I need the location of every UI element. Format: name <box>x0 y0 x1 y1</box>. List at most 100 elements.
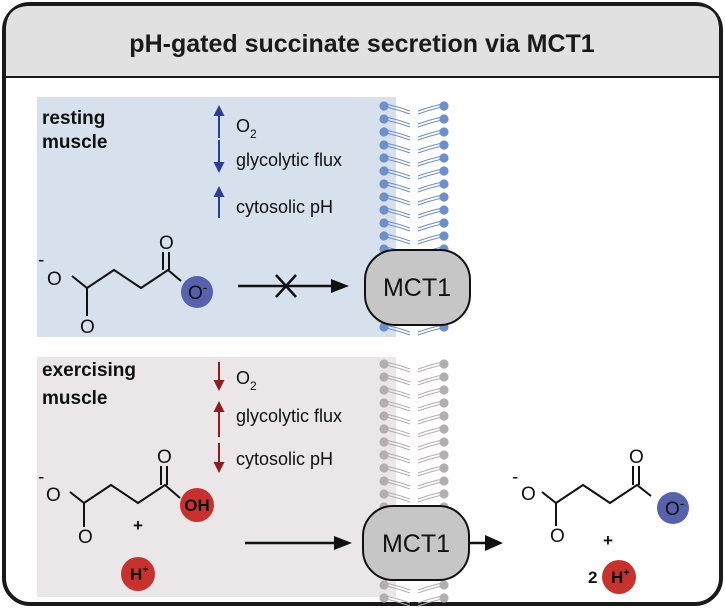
lipid-head <box>379 153 389 163</box>
resting-label-line2: muscle <box>42 132 107 153</box>
atom-oxygen: O <box>157 447 172 468</box>
lipid-head <box>379 385 389 395</box>
lipid-tail <box>387 168 411 180</box>
lipid-tail <box>387 220 411 232</box>
mct1-transporter-resting <box>364 249 471 326</box>
lipid-tail <box>417 361 441 373</box>
lipid-tail <box>387 439 411 451</box>
lipid-tail <box>387 465 411 477</box>
lipid-head <box>439 359 449 369</box>
atom-oxygen: O <box>629 447 644 468</box>
lipid-tail <box>417 478 441 490</box>
lipid-tail <box>387 400 411 412</box>
lipid-tail <box>417 491 441 503</box>
lipid-tail <box>417 452 441 464</box>
charge-minus: - <box>512 467 518 488</box>
lipid-tail <box>387 194 411 206</box>
lipid-head <box>439 489 449 499</box>
resting-indicator-o2: O2 <box>236 116 257 141</box>
lipid-head <box>439 424 449 434</box>
lipid-head <box>439 114 449 124</box>
lipid-tail <box>417 374 441 386</box>
carboxylic-acid-highlight <box>180 488 214 522</box>
plus-sign: + <box>603 531 613 550</box>
atom-oxide: O- <box>665 495 685 520</box>
lipid-tail <box>417 207 441 219</box>
lipid-tail <box>417 129 441 141</box>
charge-minus: - <box>38 250 44 271</box>
lipid-tail <box>417 426 441 438</box>
lipid-tail <box>417 181 441 193</box>
exercising-indicator-o2: O2 <box>236 368 257 393</box>
lipid-head <box>439 580 449 590</box>
exercising-label-line2: muscle <box>42 388 107 409</box>
lipid-tail <box>387 233 411 245</box>
lipid-head <box>379 398 389 408</box>
lipid-tail <box>417 220 441 232</box>
title-bar <box>6 6 719 76</box>
down-arrow-icon <box>213 140 225 173</box>
lipid-tail <box>417 233 441 245</box>
resting-indicator-cytosolic-ph: cytosolic pH <box>236 197 333 217</box>
lipid-head <box>379 489 389 499</box>
resting-panel <box>37 97 396 337</box>
atom-oxygen: O <box>47 269 62 290</box>
lipid-head <box>439 205 449 215</box>
lipid-head <box>439 179 449 189</box>
atom-oxygen: O <box>521 484 536 505</box>
lipid-tail <box>417 465 441 477</box>
up-arrow-icon <box>213 105 225 138</box>
plus-sign: + <box>133 516 143 535</box>
lipid-tail <box>387 129 411 141</box>
lipid-head <box>439 192 449 202</box>
lipid-head <box>379 580 389 590</box>
atom-oxygen: O <box>159 233 174 254</box>
lipid-head <box>379 101 389 111</box>
charge-minus: - <box>38 467 44 488</box>
lipid-head <box>379 127 389 137</box>
lipid-head <box>439 411 449 421</box>
lipid-tail <box>387 595 411 607</box>
lipid-tail <box>387 426 411 438</box>
atom-oxygen: O <box>46 485 61 506</box>
succinate-dianion-resting: - O O O O- <box>38 233 213 338</box>
lipid-tail <box>387 207 411 219</box>
up-arrow-icon <box>213 186 225 218</box>
lipid-tail <box>387 413 411 425</box>
lipid-head <box>379 411 389 421</box>
mct1-label-resting: MCT1 <box>383 274 451 302</box>
atom-hydroxyl: OH <box>184 496 210 515</box>
lipid-head <box>379 463 389 473</box>
atom-oxide: O- <box>188 279 208 304</box>
lipid-head <box>439 450 449 460</box>
lipid-tail <box>387 116 411 128</box>
lipid-tail <box>387 103 411 115</box>
lipid-tail <box>417 116 441 128</box>
lipid-tail <box>387 387 411 399</box>
exercising-label-line1: exercising <box>42 360 136 381</box>
lipid-head <box>439 153 449 163</box>
lipid-head <box>439 385 449 395</box>
carboxylate-oxygen-highlight <box>657 492 689 524</box>
lipid-tail <box>417 155 441 167</box>
lipid-tail <box>417 439 441 451</box>
down-arrow-icon <box>213 362 225 391</box>
proton-label: H+ <box>130 564 149 584</box>
resting-label-line1: resting <box>42 108 105 129</box>
proton-coefficient: 2 <box>588 568 597 587</box>
lipid-head <box>439 463 449 473</box>
lipid-head <box>439 231 449 241</box>
lipid-tail <box>387 374 411 386</box>
lipid-tail <box>387 452 411 464</box>
lipid-tail <box>387 491 411 503</box>
lipid-head <box>439 140 449 150</box>
lipid-tail <box>417 103 441 115</box>
lipid-head <box>379 231 389 241</box>
atom-oxygen: O <box>80 317 95 338</box>
lipid-tail <box>417 387 441 399</box>
exercising-indicator-cytosolic-ph: cytosolic pH <box>236 449 333 469</box>
lipid-tail <box>417 595 441 607</box>
lipid-head <box>439 218 449 228</box>
lipid-head <box>379 359 389 369</box>
